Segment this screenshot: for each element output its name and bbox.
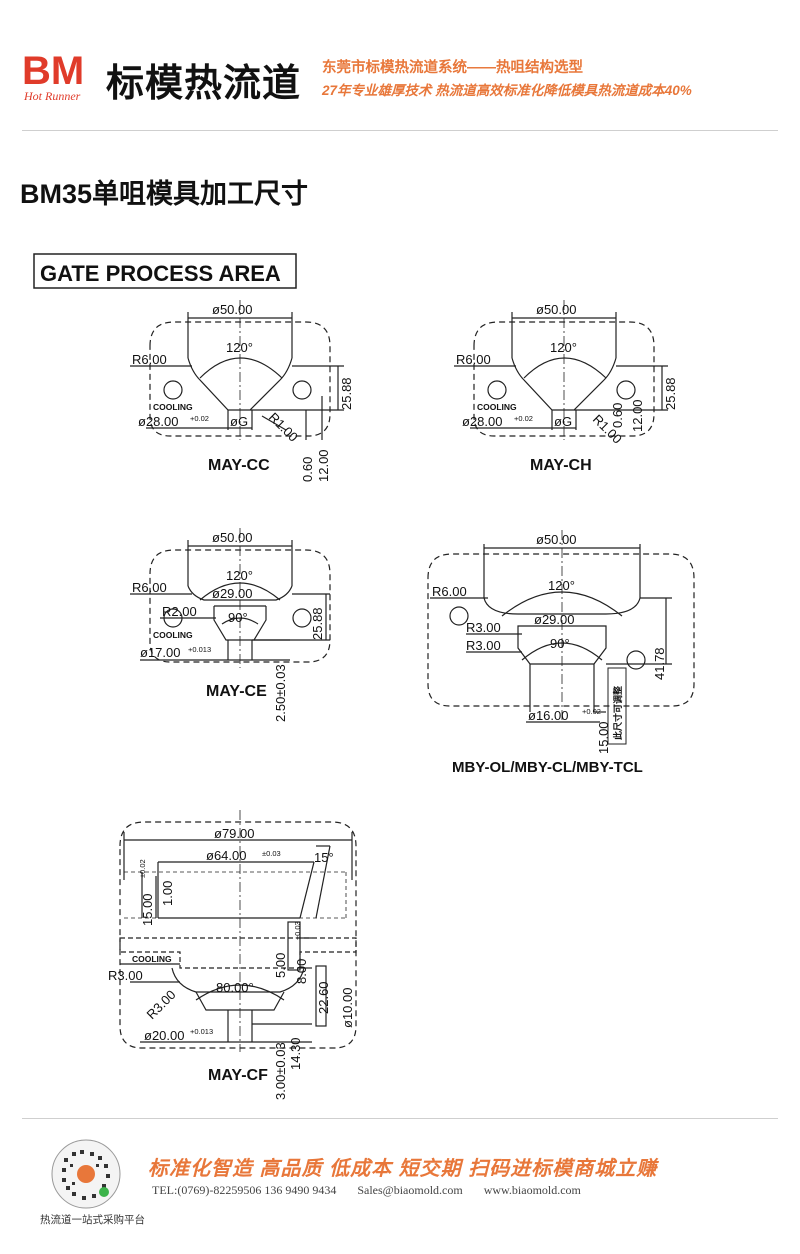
may-cc-d-top: ø50.00 (212, 302, 252, 317)
may-cf-drawing (119, 810, 357, 1052)
section-label: GATE PROCESS AREA (40, 261, 281, 286)
mby-depth: 15.00 (596, 721, 611, 754)
may-cf-h22: 22.60 (316, 981, 331, 1014)
may-cf-d-64-tol: ±0.03 (262, 849, 281, 858)
logo-letters: BM (22, 49, 84, 93)
mby-drawing (427, 530, 695, 745)
may-ce-radius: R6.00 (132, 580, 167, 595)
may-ch-gate: øG (554, 414, 572, 429)
header-divider (22, 130, 778, 131)
may-cc-gate: øG (230, 414, 248, 429)
may-cf-h14: 14.30 (288, 1037, 303, 1070)
may-ch-d1: 0.60 (610, 403, 625, 428)
contact-info: TEL:(0769)-82259506 136 9490 9434 Sales@… (152, 1183, 599, 1198)
footer-slogan: 标准化智造 高品质 低成本 短交期 扫码进标模商城立赚 (148, 1158, 658, 1180)
may-cf-d-64: ø64.00 (206, 848, 246, 863)
may-cf-h8-tol: ±0.03 (293, 921, 302, 940)
mby-angle2: 90° (550, 636, 570, 651)
may-cc-r-small: R1.00 (266, 410, 301, 445)
may-cf-d10: ø10.00 (340, 988, 355, 1028)
may-cc-bore-tol: +0.02 (190, 414, 209, 423)
mby-height: 41.78 (652, 647, 667, 680)
may-ce-angle: 120° (226, 568, 253, 583)
may-cf-angle15: 15° (314, 850, 334, 865)
may-ce-cooling: COOLING (153, 630, 193, 640)
may-ch-bore-tol: +0.02 (514, 414, 533, 423)
may-ce-gate-depth: 2.50±0.03 (273, 664, 288, 722)
may-cc-d2: 12.00 (316, 449, 331, 482)
contact-email[interactable]: Sales@biaomold.com (357, 1183, 463, 1197)
may-cf-h15: 15.00 (140, 893, 155, 926)
may-cf-angle80: 80.00° (216, 980, 254, 995)
mby-bore-tol: +0.02 (582, 707, 601, 716)
contact-tel: TEL:(0769)-82259506 136 9490 9434 (152, 1183, 337, 1197)
may-ch-cooling: COOLING (477, 402, 517, 412)
may-cf-h5: 5.00 (273, 953, 288, 978)
logo-script: Hot Runner (23, 89, 81, 103)
may-cf-gate-depth: 3.00±0.03 (273, 1042, 288, 1100)
may-ch-height: 25.88 (663, 377, 678, 410)
mby-angle: 120° (548, 578, 575, 593)
may-ce-drawing (130, 528, 331, 668)
may-ce-r2: R2.00 (162, 604, 197, 619)
qr-code-icon[interactable] (50, 1138, 122, 1210)
may-cc-radius: R6.00 (132, 352, 167, 367)
may-ch-angle: 120° (550, 340, 577, 355)
mby-radius: R6.00 (432, 584, 467, 599)
mby-d-top: ø50.00 (536, 532, 576, 547)
mby-d-mid: ø29.00 (534, 612, 574, 627)
bm-logo: BM Hot Runner (22, 49, 84, 103)
qr-caption: 热流道一站式采购平台 (40, 1214, 145, 1226)
may-cf-cooling: COOLING (132, 954, 172, 964)
section-label-box (33, 253, 297, 289)
may-ce-angle2: 90° (228, 610, 248, 625)
may-cc-angle: 120° (226, 340, 253, 355)
may-cf-bore: ø20.00 (144, 1028, 184, 1043)
may-cf-h1: 1.00 (160, 881, 175, 906)
mby-bore: ø16.00 (528, 708, 568, 723)
may-ch-d2: 12.00 (630, 399, 645, 432)
may-cf-r3a: R3.00 (108, 968, 143, 983)
may-cf-bore-tol: +0.013 (190, 1027, 213, 1036)
mby-r3b: R3.00 (466, 638, 501, 653)
may-cc-drawing (130, 300, 344, 440)
may-ce-bore: ø17.00 (140, 645, 180, 660)
may-ch-d-top: ø50.00 (536, 302, 576, 317)
may-ch-drawing (454, 300, 668, 440)
may-ce-d-top: ø50.00 (212, 530, 252, 545)
may-ce-bore-tol: +0.013 (188, 645, 211, 654)
gate-process-drawing: GATE PROCESS AREA ø50.00 120° R6.00 COOL… (33, 253, 695, 1100)
may-cc-bore: ø28.00 (138, 414, 178, 429)
tagline-1: 东莞市标模热流道系统——热咀结构选型 (322, 60, 583, 76)
brand-name: 标模热流道 (106, 63, 302, 105)
may-cf-name: MAY-CF (208, 1067, 268, 1084)
may-cf-r3b: R3.00 (144, 987, 179, 1022)
mby-note: 此尺寸可调整 (612, 686, 623, 740)
may-cf-h8: 8.00 (294, 959, 309, 984)
tagline-2: 27年专业雄厚技术 热流道高效标准化降低模具热流道成本40% (322, 83, 692, 98)
page-header: BM Hot Runner 标模热流道 东莞市标模热流道系统——热咀结构选型 2… (0, 0, 800, 130)
footer-divider (22, 1118, 778, 1119)
may-ch-radius: R6.00 (456, 352, 491, 367)
page-title: BM35单咀模具加工尺寸 (20, 179, 309, 209)
may-cf-d-top: ø79.00 (214, 826, 254, 841)
may-cc-d1: 0.60 (300, 457, 315, 482)
may-ce-height: 25.88 (310, 607, 325, 640)
may-cc-cooling: COOLING (153, 402, 193, 412)
mby-r3a: R3.00 (466, 620, 501, 635)
may-cc-name: MAY-CC (208, 457, 270, 474)
may-ch-bore: ø28.00 (462, 414, 502, 429)
mby-name: MBY-OL/MBY-CL/MBY-TCL (452, 759, 643, 776)
may-cc-height: 25.88 (339, 377, 354, 410)
may-ce-d-mid: ø29.00 (212, 586, 252, 601)
may-ch-name: MAY-CH (530, 457, 592, 474)
may-ce-name: MAY-CE (206, 683, 267, 700)
may-cf-h15-tol: ±0.02 (138, 859, 147, 878)
contact-website[interactable]: www.biaomold.com (483, 1183, 581, 1197)
